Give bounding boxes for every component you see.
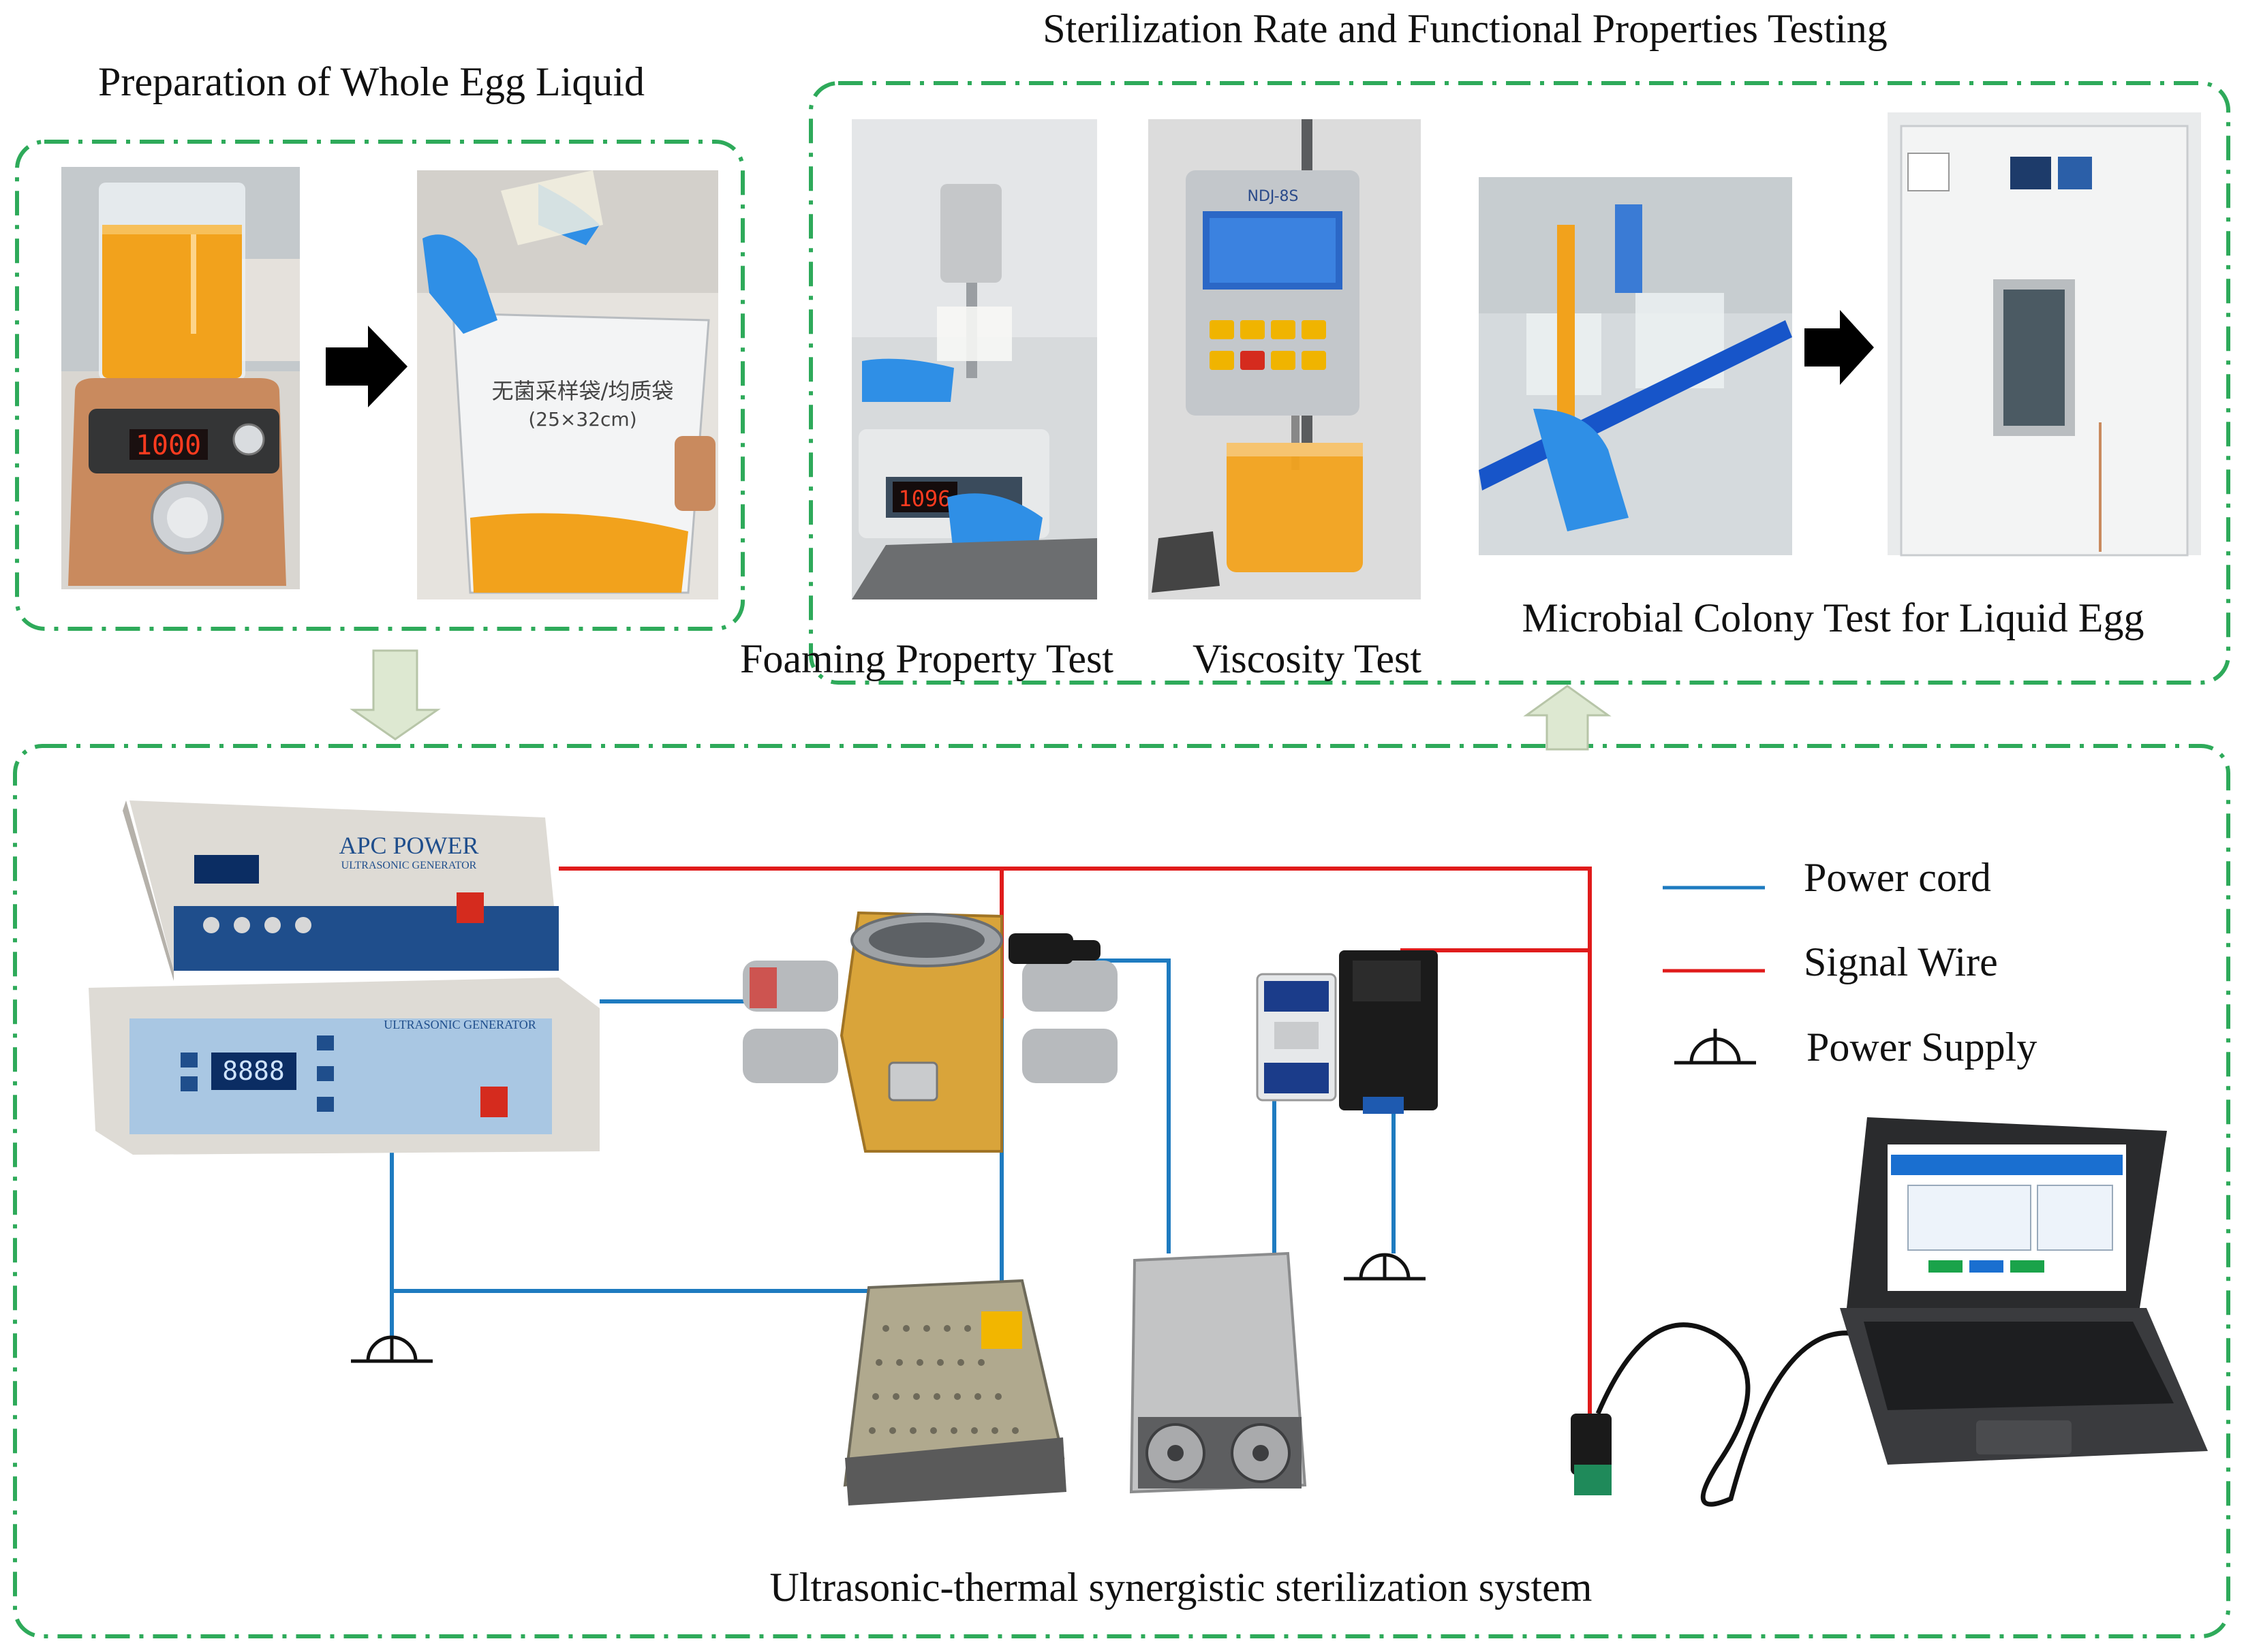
photo-microbial-test: [1479, 177, 1792, 555]
device-contactor: [1256, 973, 1337, 1102]
device-usb-converter: [1571, 1322, 1882, 1507]
power-supply-symbol: [351, 1335, 433, 1363]
legend: Power cord Signal Wire Power Supply: [1663, 855, 2037, 1070]
legend-power-supply-icon: [1674, 1029, 1756, 1065]
caption-microbial: Microbial Colony Test for Liquid Egg: [1522, 595, 2144, 640]
caption-viscosity: Viscosity Test: [1193, 636, 1421, 681]
system-title: Ultrasonic-thermal synergistic steriliza…: [770, 1565, 1593, 1610]
legend-signal-wire-label: Signal Wire: [1804, 939, 1998, 984]
legend-power-supply-label: Power Supply: [1806, 1025, 2037, 1070]
photo-foaming-test: 1096: [852, 119, 1097, 599]
arrow-right-icon: [1804, 310, 1874, 385]
device-fan-power-supply: [1129, 1251, 1307, 1494]
generator-display: 8888: [222, 1056, 285, 1086]
stirrer-display: 1000: [136, 430, 201, 461]
title-preparation: Preparation of Whole Egg Liquid: [98, 59, 645, 104]
photo-stirrer-beaker: 1000: [61, 167, 300, 589]
generator-title: ULTRASONIC GENERATOR: [384, 1018, 536, 1031]
foaming-display: 1096: [898, 486, 951, 512]
bag-label: 无菌采样袋/均质袋: [492, 378, 674, 404]
photo-viscosity-test: NDJ-8S: [1148, 119, 1421, 599]
photo-sampling-bag: 无菌采样袋/均质袋 (25×32cm): [417, 170, 718, 599]
title-testing: Sterilization Rate and Functional Proper…: [1043, 6, 1887, 51]
device-apc-power-generator: APC POWER ULTRASONIC GENERATOR: [123, 800, 559, 981]
bag-size-label: (25×32cm): [528, 408, 636, 431]
arrow-right-icon: [326, 326, 407, 407]
device-transducer-tank: [743, 911, 1118, 1153]
device-switching-power-supply: [843, 1279, 1066, 1506]
device-ultrasonic-generator: ULTRASONIC GENERATOR 8888: [89, 978, 600, 1155]
arrow-up-icon: [1523, 685, 1612, 751]
arrow-down-icon: [350, 649, 441, 741]
power-supply-symbol: [1344, 1253, 1426, 1281]
apc-brand: APC POWER: [339, 832, 478, 859]
legend-power-cord-label: Power cord: [1804, 855, 1991, 900]
caption-foaming: Foaming Property Test: [740, 636, 1113, 681]
apc-sub: ULTRASONIC GENERATOR: [341, 860, 477, 871]
frame-preparation: [15, 140, 745, 631]
frame-sterilization-system: [13, 744, 2230, 1638]
device-laptop: [1840, 1117, 2208, 1465]
viscometer-model: NDJ-8S: [1247, 188, 1298, 205]
device-temperature-controller: [1339, 950, 1438, 1114]
frame-testing: [809, 81, 2230, 685]
photo-incubator: [1888, 112, 2201, 557]
